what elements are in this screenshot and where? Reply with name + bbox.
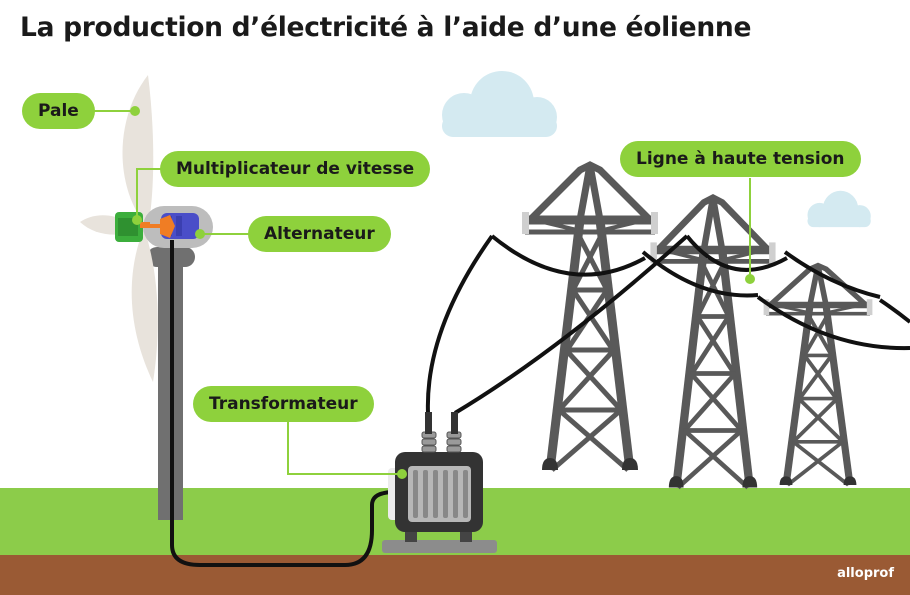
- blade-bottom: [131, 228, 158, 382]
- cloud-small: [807, 190, 871, 228]
- label-pale: Pale: [22, 93, 95, 129]
- power-lines-front: [425, 234, 788, 415]
- soil: [0, 555, 910, 595]
- shaft: [140, 222, 150, 228]
- cloud: [442, 71, 557, 137]
- label-multiplicateur: Multiplicateur de vitesse: [160, 151, 431, 187]
- leader-dots: [130, 106, 755, 479]
- pylon-middle: [650, 198, 775, 488]
- label-ligne: Ligne à haute tension: [620, 141, 861, 177]
- transformer: [382, 412, 497, 553]
- page-title: La production d’électricité à l’aide d’u…: [20, 12, 752, 43]
- cable: [170, 240, 396, 567]
- brand-logo: alloprof: [837, 566, 894, 581]
- pylon-far: [764, 265, 873, 485]
- blade-top: [122, 75, 154, 228]
- label-transformateur: Transformateur: [193, 386, 374, 422]
- label-alternateur: Alternateur: [248, 216, 391, 252]
- leader-lines: [85, 110, 751, 475]
